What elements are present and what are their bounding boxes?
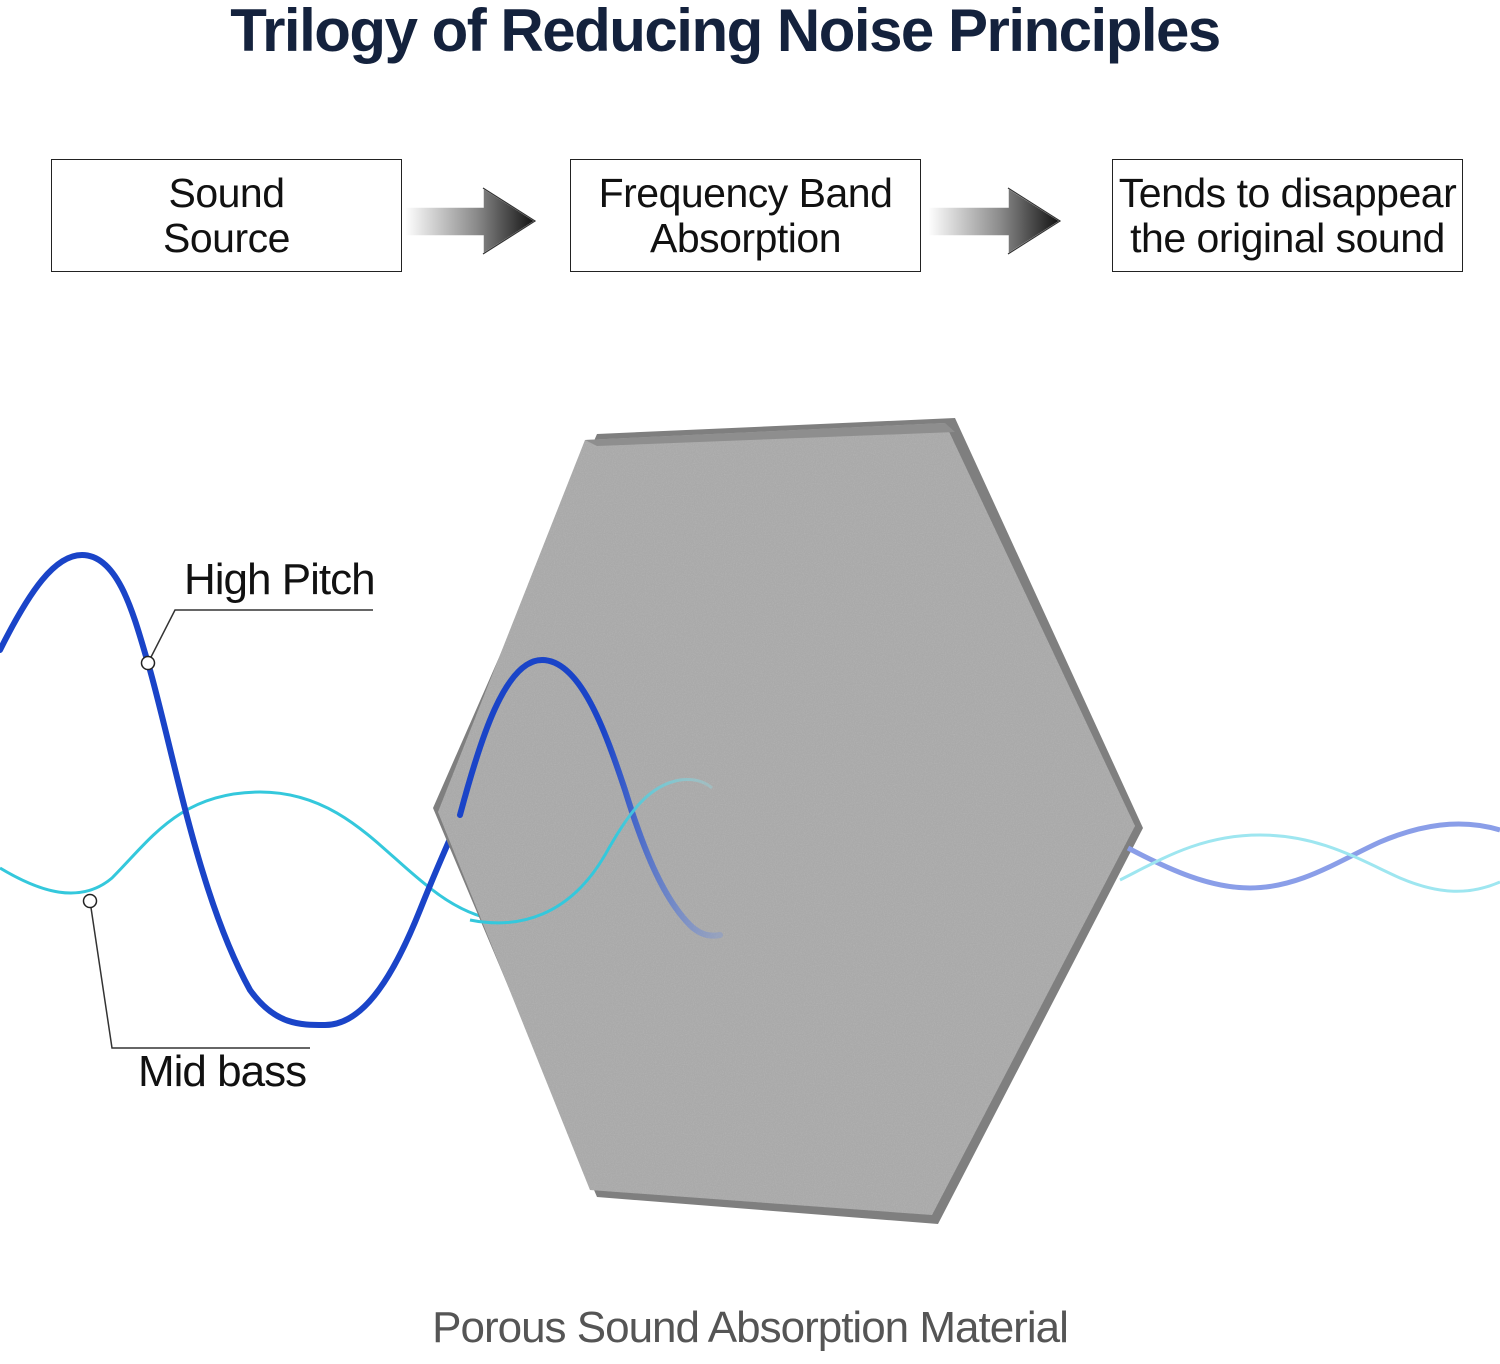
flow-arrow-1 xyxy=(404,186,537,256)
step-label: the original sound xyxy=(1130,214,1445,261)
step-frequency-band-absorption: Frequency Band Absorption xyxy=(570,159,921,272)
page-title: Trilogy of Reducing Noise Principles xyxy=(230,0,1221,64)
step-label: Frequency Band xyxy=(598,169,893,216)
step-disappear: Tends to disappear the original sound xyxy=(1112,159,1463,272)
high-pitch-leader xyxy=(140,609,373,671)
mid-bass-wave xyxy=(0,790,561,924)
flow-arrow-2 xyxy=(927,186,1062,256)
mid-bass-wave-attenuated xyxy=(1119,833,1500,893)
step-label: Tends to disappear xyxy=(1118,169,1457,216)
step-label: Absorption xyxy=(649,214,842,261)
high-pitch-wave-in-panel xyxy=(457,656,723,939)
mid-bass-leader xyxy=(82,893,310,1049)
step-sound-source: Sound Source xyxy=(51,159,402,272)
mid-bass-wave-in-panel xyxy=(469,778,713,925)
high-pitch-wave-attenuated xyxy=(1126,821,1500,891)
mid-bass-label: Mid bass xyxy=(138,1047,307,1096)
caption: Porous Sound Absorption Material xyxy=(432,1303,1069,1352)
hexagon-felt-panel xyxy=(433,418,1143,1224)
step-label: Source xyxy=(163,214,290,261)
step-label: Sound xyxy=(168,169,285,216)
high-pitch-wave xyxy=(0,551,463,1029)
high-pitch-label: High Pitch xyxy=(184,555,376,604)
